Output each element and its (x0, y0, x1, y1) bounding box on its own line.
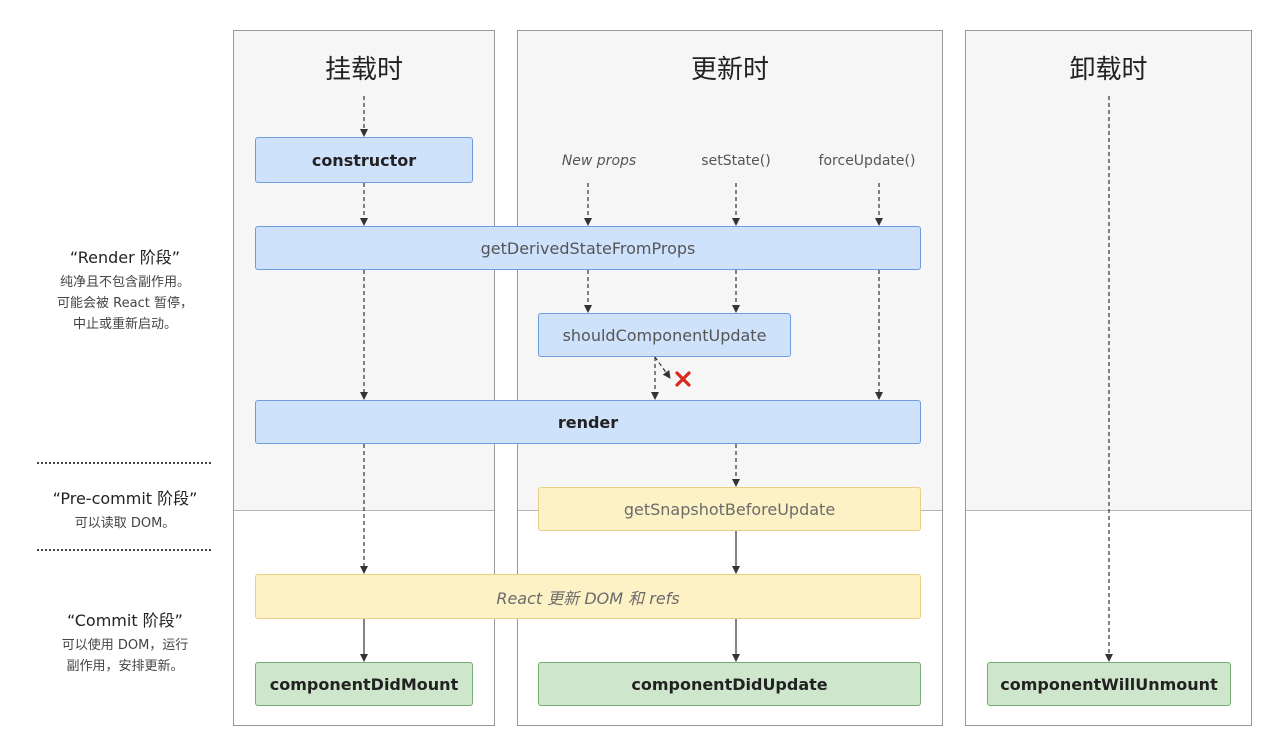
mounting-column-title: 挂载时 (324, 55, 403, 85)
cancel-x-icon (675, 371, 691, 387)
node-constructor: constructor (255, 137, 473, 183)
precommit-phase-desc-line-1: 可以读取 DOM。 (74, 516, 176, 531)
commit-phase-desc-line-2: 副作用，安排更新。 (66, 659, 184, 674)
node-component-did-mount: componentDidMount (255, 662, 473, 706)
precommit-phase-title: “Pre-commit 阶段” (52, 489, 198, 508)
phase-separator-render-precommit (37, 462, 211, 464)
updating-column-title: 更新时 (690, 55, 769, 85)
node-render: render (255, 400, 921, 444)
commit-phase-label: “Commit 阶段” 可以使用 DOM，运行 副作用，安排更新。 (20, 607, 230, 677)
precommit-phase-label: “Pre-commit 阶段” 可以读取 DOM。 (20, 485, 230, 534)
node-get-derived-state-from-props: getDerivedStateFromProps (255, 226, 921, 270)
render-phase-desc-line-1: 纯净且不包含副作用。 (59, 275, 190, 290)
render-phase-desc-line-2: 可能会被 React 暂停， (57, 296, 193, 311)
render-phase-label: “Render 阶段” 纯净且不包含副作用。 可能会被 React 暂停， 中止… (20, 244, 230, 335)
arrow-scu-cancelled (654, 356, 671, 379)
commit-phase-desc-line-1: 可以使用 DOM，运行 (61, 638, 189, 653)
trigger-force-update: forceUpdate() (818, 153, 916, 169)
render-phase-description: 纯净且不包含副作用。 可能会被 React 暂停， 中止或重新启动。 (20, 272, 230, 335)
node-component-will-unmount: componentWillUnmount (987, 662, 1231, 706)
unmounting-column-title: 卸载时 (1069, 55, 1148, 85)
node-component-did-update: componentDidUpdate (538, 662, 921, 706)
node-get-snapshot-before-update: getSnapshotBeforeUpdate (538, 487, 921, 531)
trigger-set-state: setState() (701, 153, 771, 169)
render-phase-desc-line-3: 中止或重新启动。 (72, 317, 177, 332)
render-phase-title: “Render 阶段” (69, 248, 181, 267)
precommit-phase-description: 可以读取 DOM。 (20, 513, 230, 534)
trigger-new-props: New props (561, 153, 637, 169)
phase-separator-precommit-commit (37, 549, 211, 551)
commit-phase-description: 可以使用 DOM，运行 副作用，安排更新。 (20, 635, 230, 677)
node-react-updates-dom: React 更新 DOM 和 refs (255, 574, 921, 619)
node-should-component-update: shouldComponentUpdate (538, 313, 791, 357)
commit-phase-title: “Commit 阶段” (67, 611, 183, 630)
